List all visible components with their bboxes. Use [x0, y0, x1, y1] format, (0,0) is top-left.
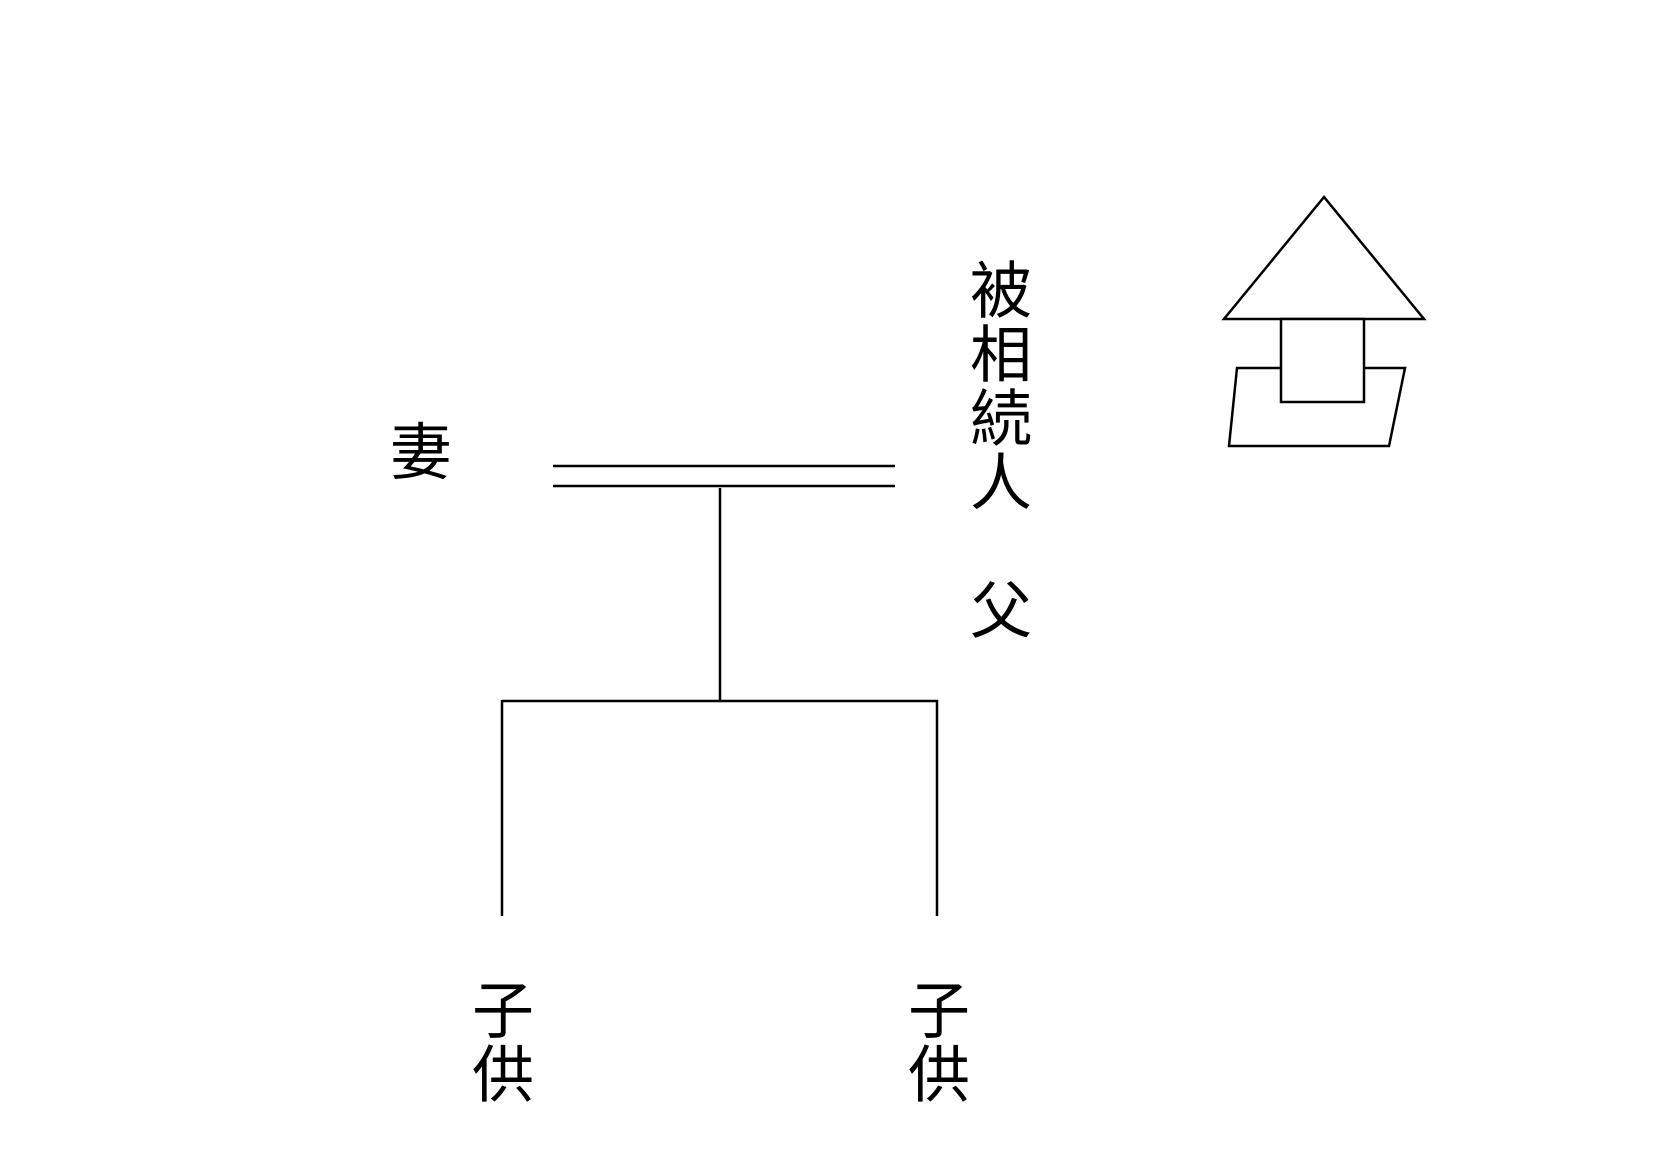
wife-label: 妻: [390, 416, 453, 489]
house-roof: [1221, 195, 1427, 321]
child-label-left: 子供: [461, 978, 534, 1106]
deceased-father-label: 被相続人 父: [959, 258, 1032, 642]
house-body: [1279, 317, 1366, 404]
child-label-right: 子供: [897, 978, 970, 1106]
house-icon: [1221, 195, 1427, 448]
